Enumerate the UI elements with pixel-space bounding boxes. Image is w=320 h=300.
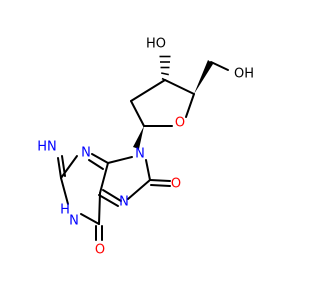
wedge-bond-c4-ch2 [194, 60, 213, 94]
bond-c2-imine-2 [61, 155, 66, 177]
bond-c2-c3 [130, 79, 166, 102]
ring-oxygen-label: O [175, 116, 185, 131]
bond-c4-o [185, 93, 195, 118]
bond-c8-o-2 [150, 184, 171, 187]
n1-hydrogen-label: H [60, 203, 70, 218]
n3-label: N [81, 146, 91, 161]
c6-oxygen-label: O [95, 243, 105, 258]
bond-c1-c2 [130, 100, 145, 127]
bond-c6-c5 [98, 192, 101, 225]
hashed-bond-c3-oh [159, 55, 171, 83]
bond-c3-c4 [164, 79, 195, 95]
bond-ch2-o [210, 61, 229, 71]
hydroxyl-side-label: OH [234, 67, 254, 82]
bond-n7-c5-double [102, 189, 122, 202]
bond-n3-c2 [60, 155, 78, 179]
n1-label: N [69, 214, 79, 229]
bond-c8-o [149, 179, 171, 182]
bond-n9-c4p [107, 156, 133, 164]
n9-label: N [135, 147, 145, 162]
hydroxyl-top-label: HO [146, 37, 166, 52]
bond-c5-c4p [99, 162, 109, 194]
structure-diagram: O HO OH N N N HN H N O O [37, 37, 254, 258]
bond-n9-c8 [145, 159, 151, 181]
bond-c4p-n3-2 [88, 159, 104, 170]
bond-n7-c5-double-2 [98, 194, 119, 207]
bond-c2-n1 [60, 177, 69, 205]
n7-label: N [119, 195, 129, 210]
c8-oxygen-label: O [171, 177, 181, 192]
bond-c8-n7 [127, 179, 151, 200]
bond-c4p-n3 [91, 153, 109, 164]
molecule-canvas: O HO OH N N N HN H N O O [37, 36, 255, 258]
imine-label: HN [37, 140, 57, 155]
bond-c2-imine [57, 157, 62, 179]
bond-n1-c6 [80, 213, 100, 225]
wedge-bond-c1-n9 [133, 126, 144, 149]
